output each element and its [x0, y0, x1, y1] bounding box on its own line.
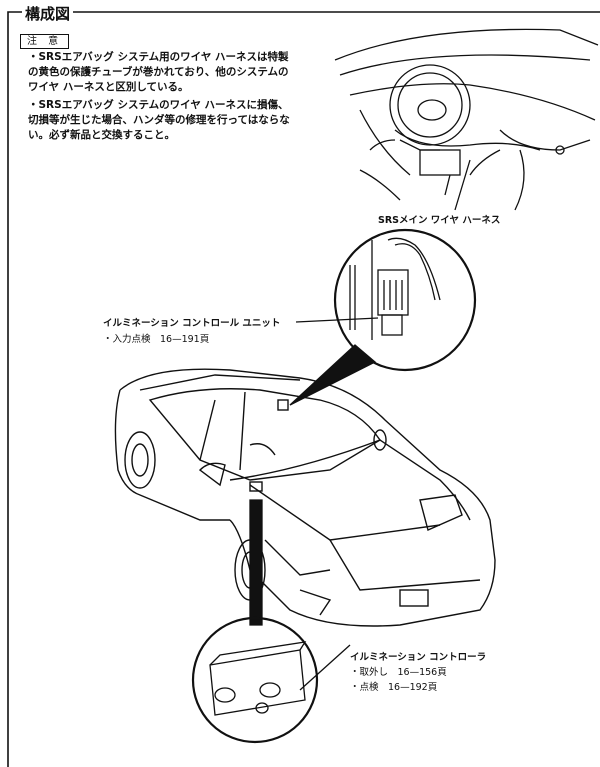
controller-pointer: [249, 499, 263, 626]
harness-label: SRSメイン ワイヤ ハーネス: [378, 215, 501, 226]
unit-pointer: [289, 344, 377, 406]
car-illustration: [114, 368, 496, 627]
note-2: ・SRSエアバッグ システムのワイヤ ハーネスに損傷、切損等が生じた場合、ハンダ…: [28, 99, 290, 141]
caution-label: 注 意: [20, 34, 70, 49]
controller-detail-circle: [191, 616, 351, 744]
harness-leader-line-2: [514, 149, 525, 211]
controller-leader-line: [299, 644, 351, 691]
dashboard-illustration: [334, 28, 599, 201]
unit-ref-1: ・入力点検 16—191頁: [103, 334, 210, 345]
controller-ref-1: ・取外し 16—156頁: [350, 667, 447, 678]
section-title: 構成図: [22, 3, 74, 24]
unit-detail-circle: [333, 228, 477, 372]
note-1: ・SRSエアバッグ システム用のワイヤ ハーネスは特製の黄色の保護チューブが巻か…: [28, 51, 289, 93]
unit-label: イルミネーション コントロール ユニット: [103, 318, 281, 329]
unit-leader-line: [295, 317, 379, 323]
controller-ref-2: ・点検 16—192頁: [350, 682, 438, 693]
controller-label: イルミネーション コントローラ: [350, 652, 487, 663]
harness-leader-line: [454, 159, 471, 211]
frame-border: [7, 11, 600, 767]
